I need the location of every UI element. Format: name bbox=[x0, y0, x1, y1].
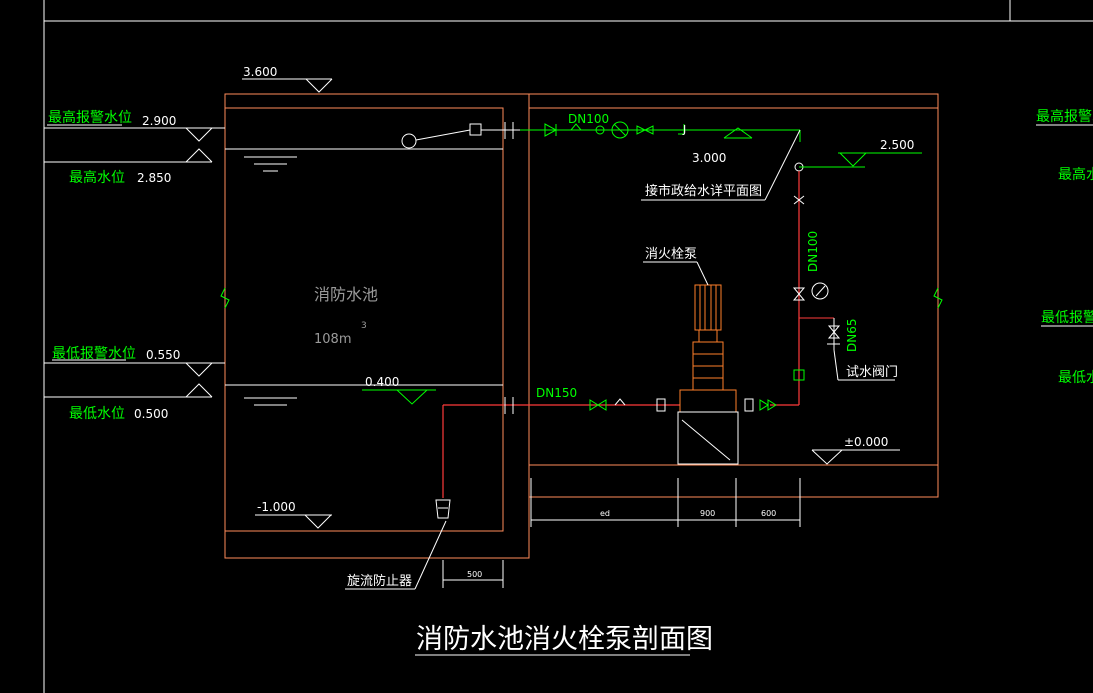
sump-dimension: 500 bbox=[467, 570, 482, 579]
elevation-top-marker bbox=[242, 78, 333, 93]
water-meter-slash bbox=[613, 123, 627, 137]
max-alarm-label: 最高报警水位 bbox=[48, 109, 132, 126]
tank-name-label: 消防水池 bbox=[314, 285, 378, 304]
min-alarm-label: 最低报警水位 bbox=[52, 346, 136, 362]
break-lines bbox=[220, 287, 943, 309]
float-valve bbox=[401, 122, 520, 149]
max-alarm-value: 2.900 bbox=[142, 114, 176, 128]
pump-label: 消火栓泵 bbox=[645, 247, 697, 262]
gauge-needle bbox=[815, 285, 826, 297]
check-valve-icon bbox=[544, 123, 558, 137]
float-ball-icon bbox=[401, 133, 417, 149]
float-arm bbox=[415, 129, 471, 141]
drawing-title: 消防水池消火栓泵剖面图 bbox=[416, 624, 713, 655]
suction-strainer-icon bbox=[614, 398, 626, 406]
water-meter-icon bbox=[611, 121, 629, 139]
left-break-line bbox=[220, 287, 230, 309]
gate-valve-right-icon bbox=[643, 125, 654, 135]
base-left-dimension: ed bbox=[600, 509, 610, 518]
riser-gate-top-icon bbox=[792, 287, 806, 295]
pump-room-structure bbox=[528, 93, 939, 558]
right-min-level-label: 最低水 bbox=[1058, 370, 1093, 386]
elevation-bottom-marker bbox=[255, 514, 332, 529]
discharge-flex-joint-icon bbox=[744, 398, 754, 412]
riser-system bbox=[770, 162, 865, 406]
min-level-value: 0.500 bbox=[134, 407, 168, 421]
riser-pipe-label: DN100 bbox=[806, 231, 820, 272]
vortex-preventer-icon bbox=[435, 499, 451, 519]
right-min-alarm-label: 最低报警水 bbox=[1041, 310, 1093, 326]
fire-hydrant-pump bbox=[677, 284, 739, 465]
test-pipe-label: DN65 bbox=[845, 319, 859, 353]
pump-leader bbox=[696, 261, 709, 286]
top-elevation-value: 3.600 bbox=[243, 65, 277, 79]
municipal-label: 接市政给水详平面图 bbox=[645, 183, 762, 199]
riser-check-icon bbox=[793, 369, 805, 381]
pressure-gauge-icon bbox=[811, 282, 829, 300]
elevation-suction-marker bbox=[362, 389, 436, 405]
base-mid-dimension: 900 bbox=[700, 509, 715, 518]
riser-valve-2 bbox=[793, 195, 805, 205]
base-right-dimension: 600 bbox=[761, 509, 776, 518]
test-valve-bottom-icon bbox=[827, 331, 841, 339]
municipal-leader bbox=[764, 129, 801, 201]
level-marker-high bbox=[44, 127, 225, 163]
pump-foundation bbox=[677, 411, 739, 465]
max-level-label: 最高水位 bbox=[69, 169, 125, 186]
pump-room-inner bbox=[528, 107, 939, 466]
test-valve-top-icon bbox=[827, 325, 841, 333]
suction-system bbox=[435, 397, 777, 519]
inlet-pipe bbox=[520, 121, 801, 142]
j-hook-icon bbox=[678, 124, 685, 135]
floor-elevation-value: ±0.000 bbox=[844, 435, 888, 449]
dimension-lines bbox=[442, 478, 801, 588]
elevation-branch-marker bbox=[838, 152, 922, 167]
suction-valve-left-icon bbox=[589, 399, 599, 411]
min-level-label: 最低水位 bbox=[69, 406, 125, 422]
max-level-value: 2.850 bbox=[137, 171, 171, 185]
test-valve-leader bbox=[833, 349, 839, 381]
suction-valve-right-icon bbox=[597, 399, 607, 411]
level-marker-low bbox=[44, 362, 225, 398]
tank-volume-superscript: 3 bbox=[361, 321, 367, 331]
elevation-inlet-marker bbox=[723, 127, 753, 139]
min-alarm-value: 0.550 bbox=[146, 348, 180, 362]
inlet-elevation-value: 3.000 bbox=[692, 151, 726, 165]
riser-gate-bottom-icon bbox=[792, 293, 806, 301]
vortex-label: 旋流防止器 bbox=[347, 573, 412, 589]
right-break-line bbox=[933, 287, 943, 309]
elevation-markers bbox=[44, 78, 922, 529]
discharge-check-icon bbox=[759, 399, 769, 411]
strainer-icon bbox=[570, 123, 582, 131]
tank-volume-label: 108m bbox=[314, 332, 351, 347]
branch-elevation-value: 2.500 bbox=[880, 138, 914, 152]
drawing-frame bbox=[43, 0, 1093, 693]
elevation-floor-marker bbox=[811, 449, 900, 465]
water-levels bbox=[225, 148, 503, 406]
vortex-leader bbox=[414, 520, 447, 590]
suction-pipe-label: DN150 bbox=[536, 386, 577, 400]
union-icon bbox=[595, 125, 605, 135]
foundation-hatch bbox=[681, 419, 731, 461]
bottom-elevation-value: -1.000 bbox=[257, 500, 296, 514]
leader-lines bbox=[47, 124, 895, 656]
suction-elevation-value: 0.400 bbox=[365, 375, 399, 389]
gate-valve-left-icon bbox=[636, 125, 647, 135]
discharge-gate-icon bbox=[767, 399, 777, 411]
suction-flex-joint-icon bbox=[656, 398, 666, 412]
right-panel: 最高报警水位 最高水 最低报警水 最低水 bbox=[1036, 108, 1093, 386]
inlet-pipe-label: DN100 bbox=[568, 112, 609, 126]
j-mark-label: J bbox=[682, 123, 686, 136]
test-valve-label: 试水阀门 bbox=[846, 365, 898, 380]
right-max-alarm-label: 最高报警水位 bbox=[1036, 108, 1093, 125]
right-max-level-label: 最高水 bbox=[1058, 166, 1093, 183]
